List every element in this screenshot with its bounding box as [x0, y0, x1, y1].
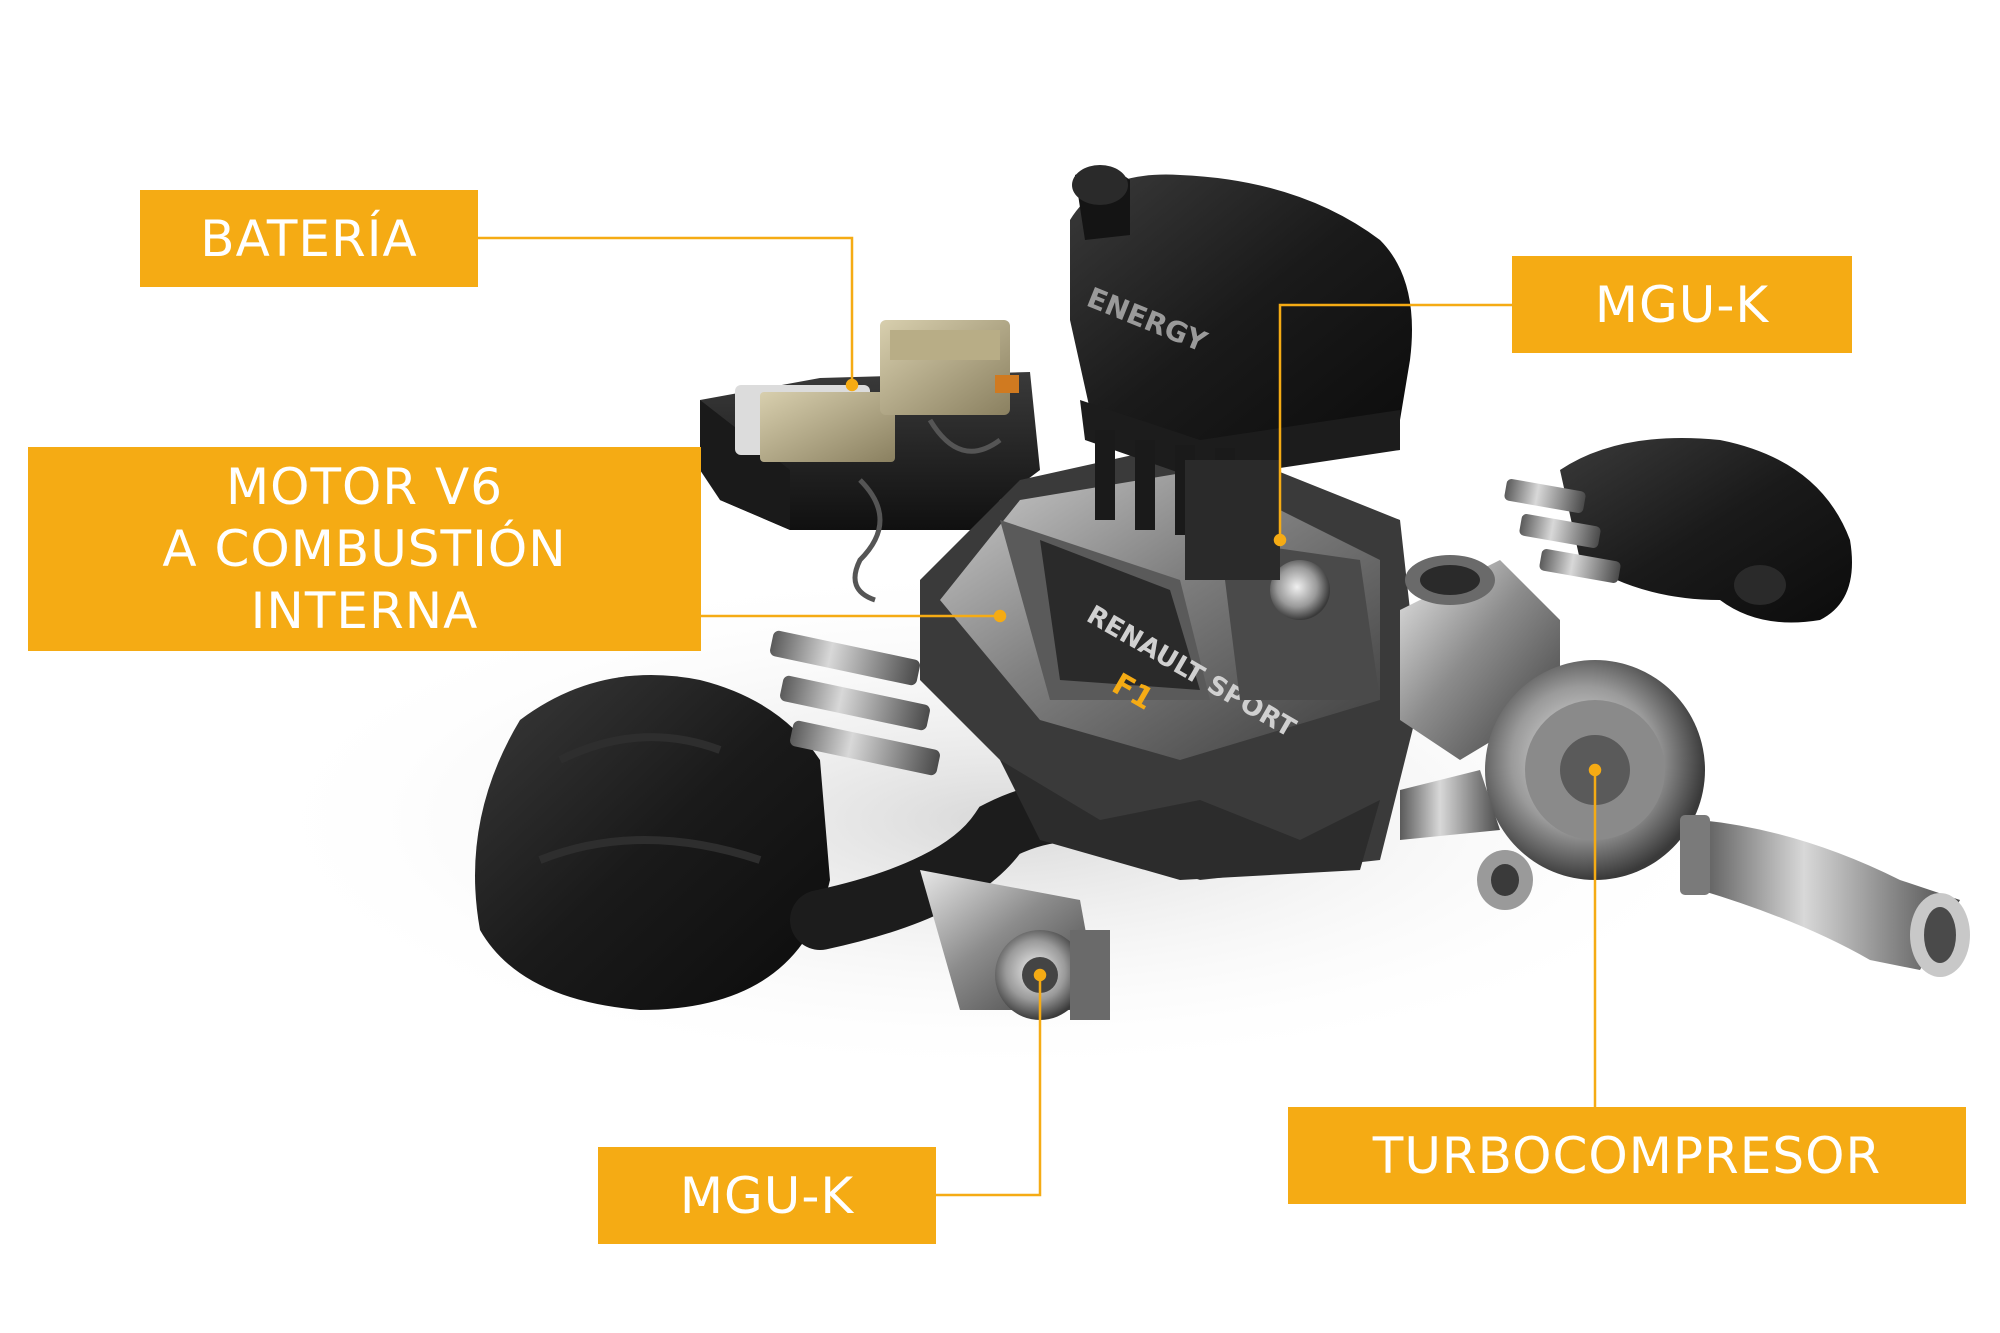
label-bateria: BATERÍA: [140, 190, 478, 287]
exhaust-cover-left: [475, 630, 940, 1010]
leader-dot-motor: [993, 609, 1007, 623]
leader-dot-mguk-top: [1273, 533, 1287, 547]
leader-lines: [478, 236, 1602, 1197]
airbox: ENERGY: [1070, 165, 1412, 580]
battery-unit: [700, 320, 1040, 603]
label-mguk-top: MGU-K: [1512, 256, 1852, 353]
leader-dot-bateria: [845, 378, 859, 392]
intake-pipe: [1680, 815, 1970, 977]
engine-block: RENAULT SPORT F1: [920, 440, 1420, 880]
label-mguk-bottom: MGU-K: [598, 1147, 936, 1244]
exhaust-cover-right: [1504, 438, 1852, 623]
leader-dot-turbo: [1588, 763, 1602, 777]
leader-dot-mguk-bottom: [1033, 968, 1047, 982]
leader-line-mguk-top: [1278, 303, 1512, 540]
label-turbocompresor: TURBOCOMPRESOR: [1288, 1107, 1966, 1204]
label-motor-v6: MOTOR V6 A COMBUSTIÓN INTERNA: [28, 447, 701, 651]
leader-line-bateria: [478, 236, 854, 385]
leader-line-mguk-bottom: [936, 975, 1042, 1197]
mguk-lower-unit: [920, 870, 1110, 1020]
